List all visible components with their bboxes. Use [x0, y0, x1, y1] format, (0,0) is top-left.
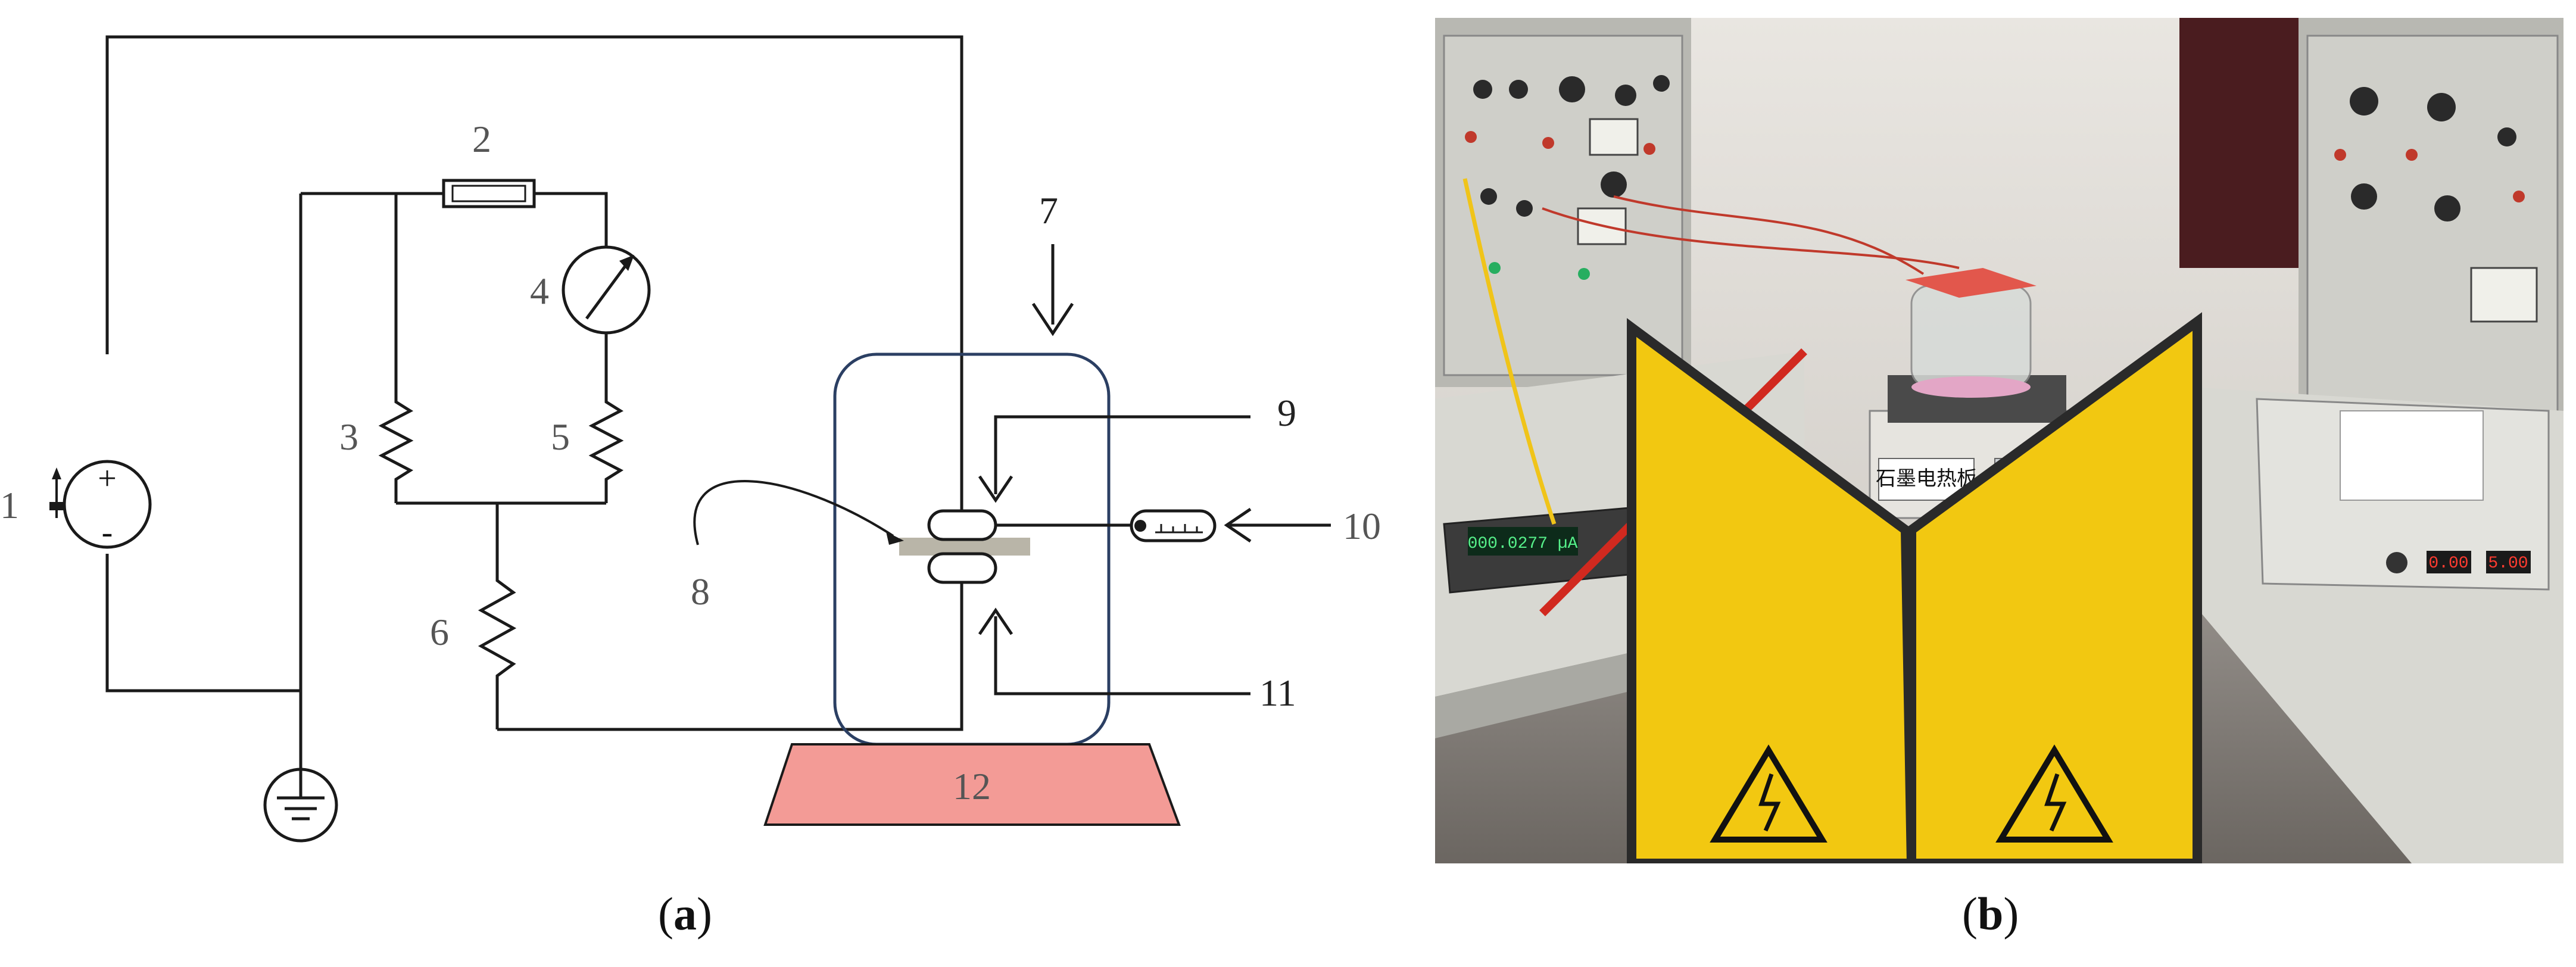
resistor-6 — [478, 572, 517, 729]
source-plus-sign: + — [98, 460, 117, 497]
label-3: 3 — [339, 416, 358, 458]
meter-4 — [562, 245, 651, 335]
panel-b-photo: 0.00 5.00 石墨电热板 000.0277 µA — [1435, 18, 2563, 868]
caption-b: (b) — [1962, 888, 2019, 940]
upper-electrode — [927, 509, 997, 541]
supply-display-left: 0.00 — [2428, 554, 2468, 573]
dc-power-supply: 0.00 5.00 — [2256, 398, 2550, 591]
label-9: 9 — [1277, 392, 1296, 434]
resistor-3 — [378, 393, 414, 503]
wire-source-bottom — [105, 554, 301, 693]
fuse-2 — [442, 179, 536, 208]
label-8: 8 — [691, 570, 710, 613]
label-12: 12 — [953, 765, 991, 807]
thermometer-10 — [1130, 509, 1217, 542]
wire-top-loop — [105, 35, 963, 521]
supply-display-right: 5.00 — [2488, 554, 2528, 573]
lower-electrode — [927, 552, 997, 584]
wire-bottom-return — [497, 584, 963, 731]
caption-a: (a) — [658, 888, 712, 940]
label-10: 10 — [1343, 505, 1381, 547]
label-7: 7 — [1039, 189, 1058, 232]
lab-photo-illustration: 0.00 5.00 石墨电热板 000.0277 µA — [1435, 18, 2563, 868]
glass-vessel — [1906, 268, 2037, 398]
ground-symbol — [263, 768, 338, 843]
label-4: 4 — [530, 270, 549, 312]
hotplate-12 — [763, 743, 1181, 826]
electrometer: 000.0277 µA — [1443, 505, 1660, 594]
label-6: 6 — [430, 611, 449, 653]
panel-a-schematic: + - 1 2 4 5 3 6 7 8 — [0, 35, 1381, 843]
electrometer-readout: 000.0277 µA — [1468, 535, 1578, 553]
schematic-diagram: + - 1 2 4 5 3 6 7 8 — [0, 35, 1381, 843]
wire-fuse-right — [534, 192, 608, 247]
label-11: 11 — [1259, 672, 1296, 714]
source-minus-sign: - — [102, 514, 113, 551]
caution-sign — [1627, 312, 2202, 868]
label-2: 2 — [472, 118, 491, 160]
label-5: 5 — [551, 416, 570, 458]
label-1: 1 — [0, 484, 19, 526]
voltage-source-1: + - — [49, 460, 152, 551]
resistor-5 — [588, 393, 624, 503]
hotplate-label: 石墨电热板 — [1876, 467, 1977, 491]
curtain — [2179, 18, 2299, 268]
